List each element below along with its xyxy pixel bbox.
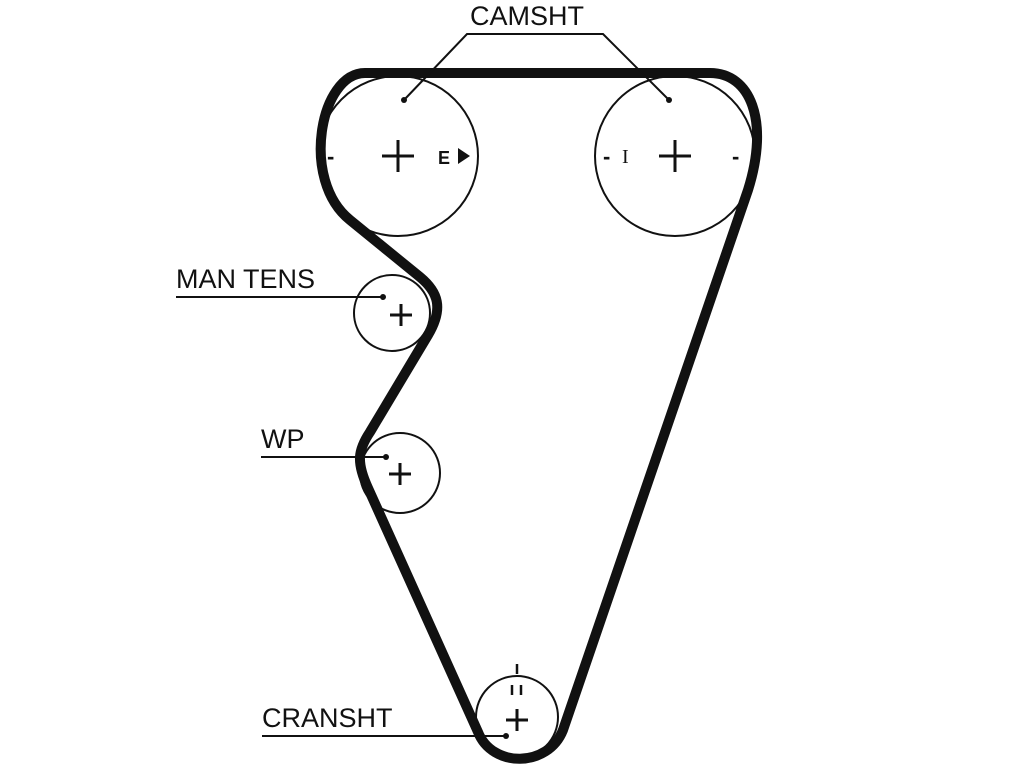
plus-icon: [659, 140, 691, 172]
right-cam-i-mark: I: [622, 146, 629, 168]
plus-icon: [390, 304, 412, 326]
right-camshaft-pulley: - I -: [594, 75, 756, 237]
plus-icon: [389, 463, 411, 485]
right-cam-minus-left-mark: -: [603, 144, 610, 169]
water-pump-label: WP: [261, 424, 305, 454]
timing-arrow-icon: [458, 148, 470, 164]
camshaft-label: CAMSHT: [470, 1, 584, 31]
manual-tensioner-pulley: [353, 274, 431, 352]
right-cam-minus-right-mark: -: [732, 144, 739, 169]
crank-double-mark: [510, 685, 523, 695]
left-cam-minus-mark: -: [327, 144, 334, 169]
plus-icon: [506, 709, 528, 731]
timing-belt: [315, 68, 763, 764]
plus-icon: [382, 140, 414, 172]
left-cam-e-mark: E: [438, 148, 450, 168]
camshaft-leader-lines: [403, 33, 670, 101]
manual-tensioner-label: MAN TENS: [176, 264, 315, 294]
crankshaft-label: CRANSHT: [262, 703, 393, 733]
